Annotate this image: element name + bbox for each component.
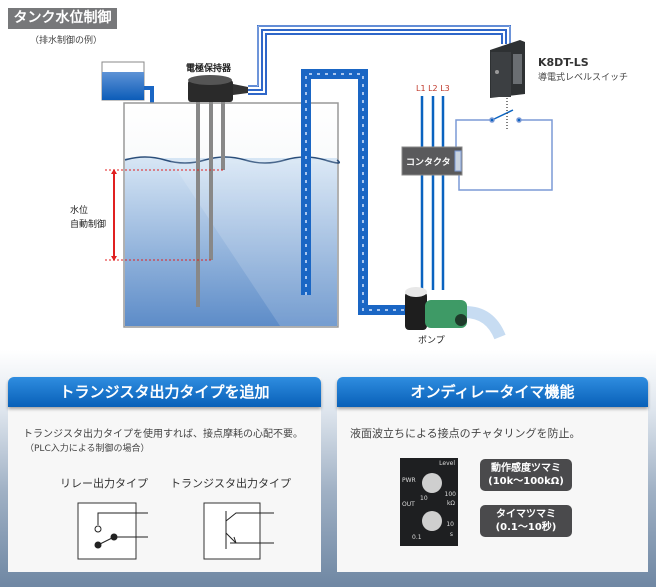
callout-range: (0.1～10秒) [495, 522, 557, 533]
panel-title: トランジスタ出力タイプを追加 [8, 377, 321, 407]
relay-symbol [77, 502, 148, 560]
sensitivity-callout: 動作感度ツマミ (10k～100kΩ) [480, 459, 572, 491]
callout-title: タイマツマミ [496, 509, 556, 520]
callout-range: (10k～100kΩ) [488, 476, 564, 487]
time-unit: s [449, 531, 453, 538]
pump [405, 287, 467, 330]
sens-max: 100 [444, 491, 456, 498]
section-title: タンク水位制御 [8, 8, 117, 29]
device-model: K8DT-LS [538, 56, 589, 69]
phase-l1: L1 [416, 84, 426, 93]
time-max: 10 [446, 521, 454, 528]
tank-diagram [101, 25, 553, 340]
drain-pipe [301, 69, 506, 340]
transistor-symbol [203, 502, 274, 560]
electrode-holder [188, 75, 248, 102]
contactor-label: コンタクタ [406, 158, 451, 168]
timer-callout: タイマツマミ (0.1～10秒) [480, 505, 572, 537]
sensor-wires [248, 25, 511, 95]
phase-labels: L1 L2 L3 [416, 84, 450, 93]
transistor-output-panel: トランジスタ出力タイプを追加 トランジスタ出力タイプを使用すれば、接点摩耗の心配… [8, 377, 321, 572]
sensitivity-knob[interactable] [422, 473, 442, 493]
panel-text: トランジスタ出力タイプを使用すれば、接点摩耗の心配不要。 [23, 429, 303, 440]
level-label: Level [439, 460, 455, 467]
section-subtitle: （排水制御の例） [30, 36, 103, 46]
power-lines [420, 96, 445, 290]
level-label-line2: 自動制御 [70, 220, 107, 230]
sens-min: 10 [420, 495, 428, 502]
timer-knob[interactable] [422, 511, 442, 531]
on-delay-timer-panel: オンディレータイマ機能 液面波立ちによる接点のチャタリングを防止。 Level … [337, 377, 648, 572]
front-panel-photo: Level PWR OUT 10 100 kΩ 0.1 10 s [400, 458, 458, 546]
supply-tank [101, 61, 154, 144]
electrodes [196, 100, 225, 307]
k8dt-device [490, 40, 525, 98]
device-name: 導電式レベルスイッチ [538, 73, 629, 83]
phase-l3: L3 [440, 84, 450, 93]
out-label: OUT [402, 501, 415, 508]
panel-text: 液面波立ちによる接点のチャタリングを防止。 [350, 427, 581, 440]
level-markers [105, 169, 223, 261]
panel-note: （PLC入力による制御の場合） [25, 444, 150, 454]
sens-unit: kΩ [446, 500, 455, 507]
panel-title: オンディレータイマ機能 [337, 377, 648, 407]
pump-label: ポンプ [418, 336, 445, 346]
relay-label: リレー出力タイプ [60, 477, 148, 490]
level-label-line1: 水位 [70, 206, 89, 216]
control-circuit [455, 98, 553, 191]
electrode-holder-label: 電極保持器 [186, 64, 232, 74]
callout-title: 動作感度ツマミ [491, 463, 561, 474]
contactor [401, 146, 463, 176]
transistor-label: トランジスタ出力タイプ [170, 477, 291, 490]
pwr-label: PWR [402, 477, 416, 484]
phase-l2: L2 [428, 84, 438, 93]
time-min: 0.1 [412, 534, 422, 541]
